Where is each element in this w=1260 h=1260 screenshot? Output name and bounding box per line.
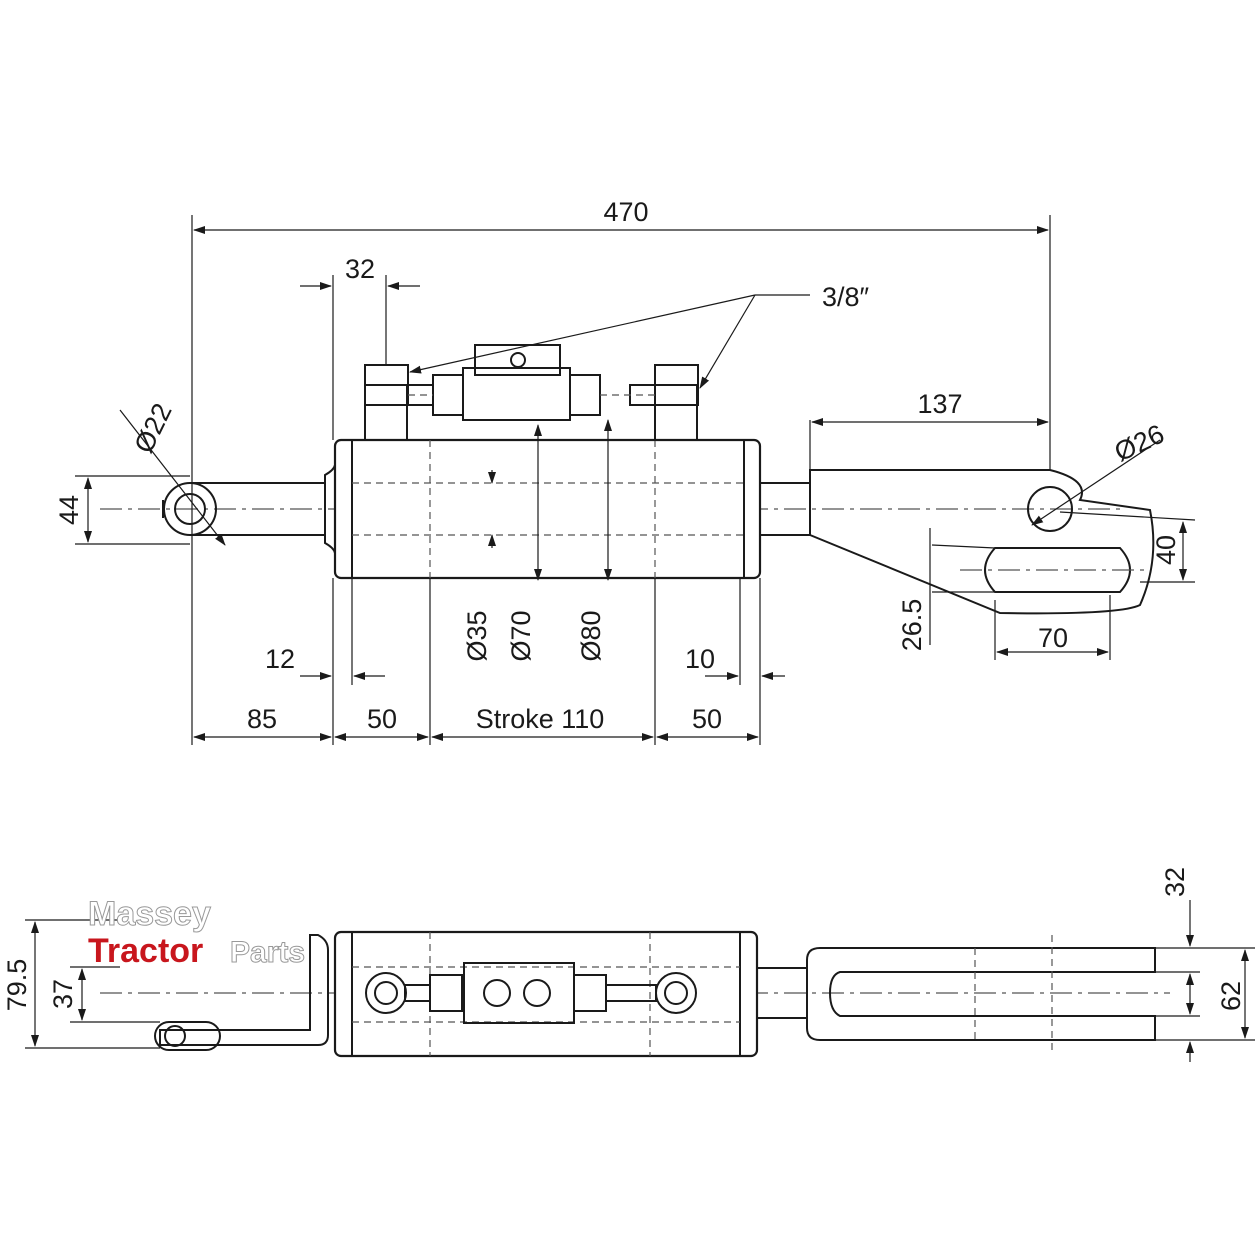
left-eye-pin-hole xyxy=(174,493,206,525)
brand-logo: Massey Tractor Parts xyxy=(88,895,306,971)
label-40: 40 xyxy=(1151,535,1181,565)
logo-massey: Massey xyxy=(88,895,211,933)
label-44: 44 xyxy=(54,495,84,525)
dimension-labels: 470 32 3/8″ Ø22 44 137 Ø26 40 26.5 70 Ø3… xyxy=(2,197,1246,1011)
label-470: 470 xyxy=(603,197,648,227)
side-view xyxy=(100,344,1155,615)
plan-dimension-lines xyxy=(25,900,1255,1062)
label-stroke: Stroke 110 xyxy=(476,704,605,734)
cylinder-body-plan xyxy=(333,930,759,1058)
plan-view xyxy=(100,930,1170,1058)
label-12: 12 xyxy=(265,644,295,674)
label-thread: 3/8″ xyxy=(822,282,870,312)
label-26-5: 26.5 xyxy=(897,599,927,652)
label-70: 70 xyxy=(1038,623,1068,653)
label-pin-left: Ø22 xyxy=(128,399,177,458)
label-79-5: 79.5 xyxy=(2,959,32,1012)
label-85: 85 xyxy=(247,704,277,734)
label-10: 10 xyxy=(685,644,715,674)
label-62: 62 xyxy=(1216,981,1246,1011)
left-mount-eye xyxy=(154,1021,221,1051)
cylinder-body xyxy=(333,438,762,580)
label-137: 137 xyxy=(917,389,962,419)
right-pin-hole xyxy=(1027,486,1073,532)
label-37: 37 xyxy=(48,979,78,1009)
logo-tractor: Tractor xyxy=(88,932,203,970)
valve-block xyxy=(462,367,571,421)
logo-parts: Parts xyxy=(230,936,305,969)
label-32-bottom: 32 xyxy=(1160,867,1190,897)
dimension-lines xyxy=(75,215,1196,745)
label-rod-dia: Ø35 xyxy=(462,610,492,661)
label-pin-right: Ø26 xyxy=(1110,419,1169,468)
label-32-top: 32 xyxy=(345,254,375,284)
label-50-left: 50 xyxy=(367,704,397,734)
label-bore-dia: Ø70 xyxy=(506,610,536,661)
label-outer-dia: Ø80 xyxy=(576,610,606,661)
label-50-right: 50 xyxy=(692,704,722,734)
